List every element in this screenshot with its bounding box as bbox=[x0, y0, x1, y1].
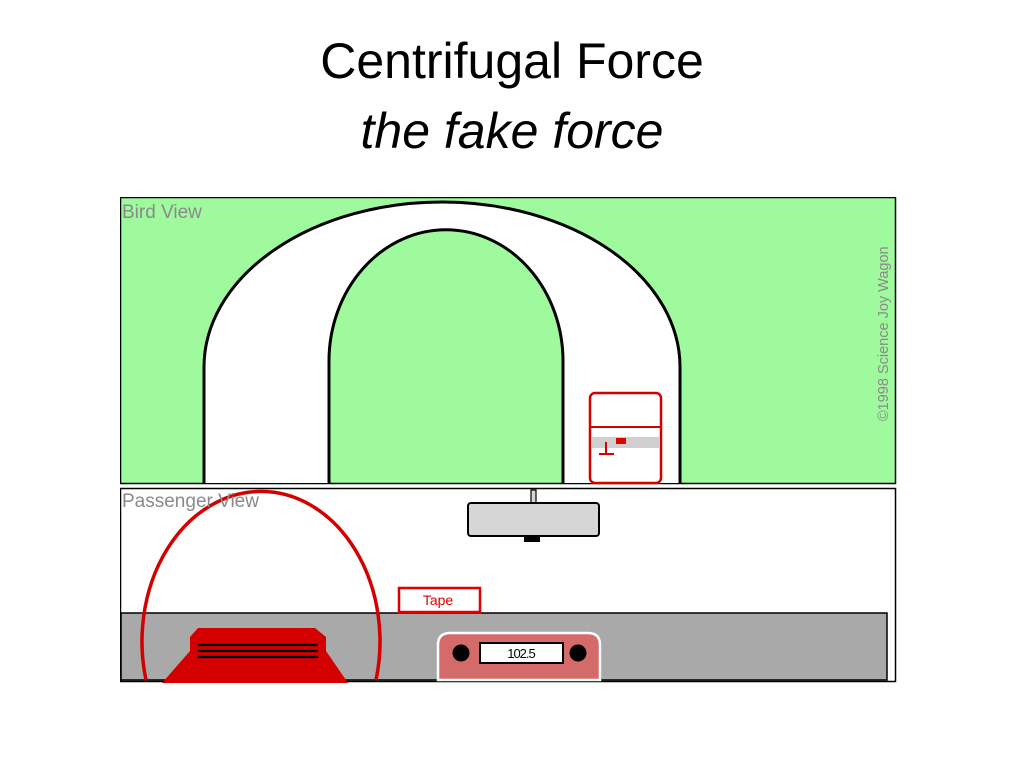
curved-road bbox=[204, 202, 680, 483]
passenger-view-panel: 102.5 Tape Passenger View bbox=[120, 487, 897, 683]
passenger-view-label: Passenger View bbox=[122, 491, 259, 512]
tape-button[interactable]: Tape bbox=[397, 586, 482, 614]
bird-view-label: Bird View bbox=[122, 202, 202, 223]
steering-wheel-icon bbox=[140, 489, 382, 683]
radio-frequency-readout: 102.5 bbox=[507, 646, 535, 661]
slide-title: Centrifugal Force bbox=[320, 33, 704, 89]
radio-knob-icon[interactable] bbox=[569, 644, 587, 662]
copyright-notice: ©1998 Science Joy Wagon bbox=[876, 246, 892, 421]
car-icon bbox=[588, 391, 663, 485]
road-inner-edge bbox=[327, 228, 565, 483]
bird-view-panel: Bird View ©1998 Science Joy Wagon bbox=[120, 197, 897, 485]
tape-button-label: Tape bbox=[423, 592, 454, 608]
radio-knob-icon[interactable] bbox=[452, 644, 470, 662]
road-outer-edge bbox=[202, 200, 682, 483]
radio: 102.5 bbox=[436, 631, 602, 682]
centrifugal-force-animation: Bird View ©1998 Science Joy Wagon 102.5 … bbox=[120, 197, 897, 683]
slide-subtitle: the fake force bbox=[360, 103, 664, 159]
rearview-mirror-icon bbox=[467, 489, 600, 542]
